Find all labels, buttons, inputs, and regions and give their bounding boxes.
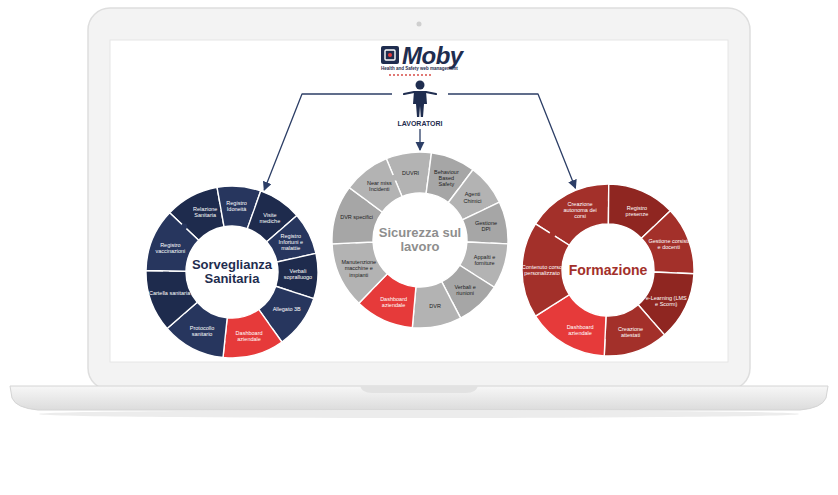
segment-node: Behaviour Based Safety xyxy=(432,169,461,187)
segment-label: DUVRI xyxy=(396,170,425,176)
person-icon xyxy=(400,80,440,118)
segment-label: Relazione Sanitaria xyxy=(187,206,223,218)
segment-label: DVR xyxy=(419,303,451,309)
segment-node: e-Learning (LMS e Scorm) xyxy=(644,295,688,307)
segment-node: Verbali sopralluogo xyxy=(283,268,312,280)
ring-segment xyxy=(146,270,197,328)
ring-center xyxy=(187,227,277,317)
ring-segment xyxy=(641,211,694,274)
segment-node: DVR xyxy=(419,303,451,309)
ring-segment xyxy=(146,213,199,271)
segment-label: Registro Infortuni e malattie xyxy=(277,233,305,251)
segment-node: Creazione attestati xyxy=(609,326,653,338)
segment-node: Gestione DPI xyxy=(472,220,500,232)
ring-segment xyxy=(223,309,282,358)
person-arms xyxy=(404,92,436,94)
segment-label: Verbali sopralluogo xyxy=(283,268,312,280)
segment-node: Dashboard aziendale xyxy=(558,324,602,336)
segment-label: Registro Idoneità xyxy=(223,200,251,212)
segment-node: Near miss Incidenti xyxy=(364,180,395,192)
segment-node: Registro presenze xyxy=(615,205,659,217)
logo-mark xyxy=(381,46,399,64)
segment-node: Agenti Chimici xyxy=(458,191,486,203)
segment-node: Manutenzione macchine e impianti xyxy=(337,259,381,277)
segment-label: Near miss Incidenti xyxy=(364,180,395,192)
segment-label: Protocollo sanitario xyxy=(180,325,224,337)
segment-label: Manutenzione macchine e impianti xyxy=(337,259,381,277)
ring-segment xyxy=(412,282,460,328)
segment-label: Dashboard aziendale xyxy=(374,296,414,308)
segment-node: Creazione autonoma dei corsi xyxy=(558,201,602,219)
segment-node: Dashboard aziendale xyxy=(228,330,270,342)
segment-node: Dashboard aziendale xyxy=(374,296,414,308)
segment-node: DVR specifici xyxy=(337,214,377,220)
circle-title: Sicurezza sul lavoro xyxy=(377,226,463,253)
segment-label: Contenuto corso personalizzato xyxy=(520,264,564,276)
puzzle-knob xyxy=(181,224,187,230)
node-label: LAVORATORI xyxy=(394,120,446,127)
tagline: Health and Safety web management xyxy=(381,66,458,71)
segment-node: Visite mediche xyxy=(256,212,284,224)
circle-title: Sorveglianza Sanitaria xyxy=(190,258,274,285)
segment-label: Gestione DPI xyxy=(472,220,500,232)
segment-node: Cartella sanitaria xyxy=(148,290,190,296)
segment-label: Visite mediche xyxy=(256,212,284,224)
segment-label: Allegato 3B xyxy=(269,306,305,312)
segment-node: Gestione corsisti e docenti xyxy=(647,238,691,250)
segment-label: Agenti Chimici xyxy=(458,191,486,203)
segment-node: Registro Infortuni e malattie xyxy=(277,233,305,251)
segment-label: Creazione autonoma dei corsi xyxy=(558,201,602,219)
logo-mark-inner xyxy=(385,50,395,60)
screen xyxy=(110,40,728,362)
logo-title: Moby xyxy=(402,42,463,70)
person-head xyxy=(416,81,425,90)
segment-node: Registro vaccinazioni xyxy=(149,242,192,254)
logo-mark-dot xyxy=(388,53,392,57)
laptop-lid xyxy=(88,8,750,390)
segment-label: Dashboard aziendale xyxy=(228,330,270,342)
ring-segment xyxy=(349,159,402,212)
ring-segment xyxy=(604,305,664,356)
ring-center xyxy=(563,225,653,315)
module-circle: Sorveglianza Sanitaria Relazione Sanitari… xyxy=(146,186,318,358)
connector-arrow xyxy=(419,129,420,150)
ring-segment xyxy=(332,242,387,303)
puzzle-knob xyxy=(549,232,555,238)
ring-segment xyxy=(462,202,508,244)
segment-node: DUVRI xyxy=(396,170,425,176)
workers-node: LAVORATORI xyxy=(394,80,446,127)
segment-node: Allegato 3B xyxy=(269,306,305,312)
camera-dot xyxy=(417,22,422,27)
segment-label: Behaviour Based Safety xyxy=(432,169,461,187)
logo-dots xyxy=(389,74,431,76)
segment-label: Registro presenze xyxy=(615,205,659,217)
laptop-shadow xyxy=(39,410,799,418)
puzzle-knob xyxy=(391,175,397,181)
segment-label: Dashboard aziendale xyxy=(558,324,602,336)
laptop-notch xyxy=(360,386,478,393)
segment-node: Appalti e forniture xyxy=(470,254,499,266)
ring-center xyxy=(374,194,466,286)
segment-node: Registro Idoneità xyxy=(223,200,251,212)
segment-label: Creazione attestati xyxy=(609,326,653,338)
segment-label: DVR specifici xyxy=(337,214,377,220)
segment-label: Registro vaccinazioni xyxy=(149,242,192,254)
module-circle: Sicurezza sul lavoro DUVRI Behaviour Based… xyxy=(332,152,508,328)
segment-node: Verbali e riunioni xyxy=(450,284,479,296)
circle-title: Formazione xyxy=(566,263,650,278)
module-circle: Formazione Creazione autonoma dei corsi Re… xyxy=(522,184,694,356)
segment-label: Appalti e forniture xyxy=(470,254,499,266)
segment-node: Protocollo sanitario xyxy=(180,325,224,337)
person-body xyxy=(413,91,427,117)
segment-label: e-Learning (LMS e Scorm) xyxy=(644,295,688,307)
segment-node: Contenuto corso personalizzato xyxy=(520,264,564,276)
segment-label: Cartella sanitaria xyxy=(148,290,190,296)
segment-node: Relazione Sanitaria xyxy=(187,206,223,218)
segment-label: Gestione corsisti e docenti xyxy=(647,238,691,250)
segment-label: Verbali e riunioni xyxy=(450,284,479,296)
laptop-base xyxy=(10,386,828,410)
